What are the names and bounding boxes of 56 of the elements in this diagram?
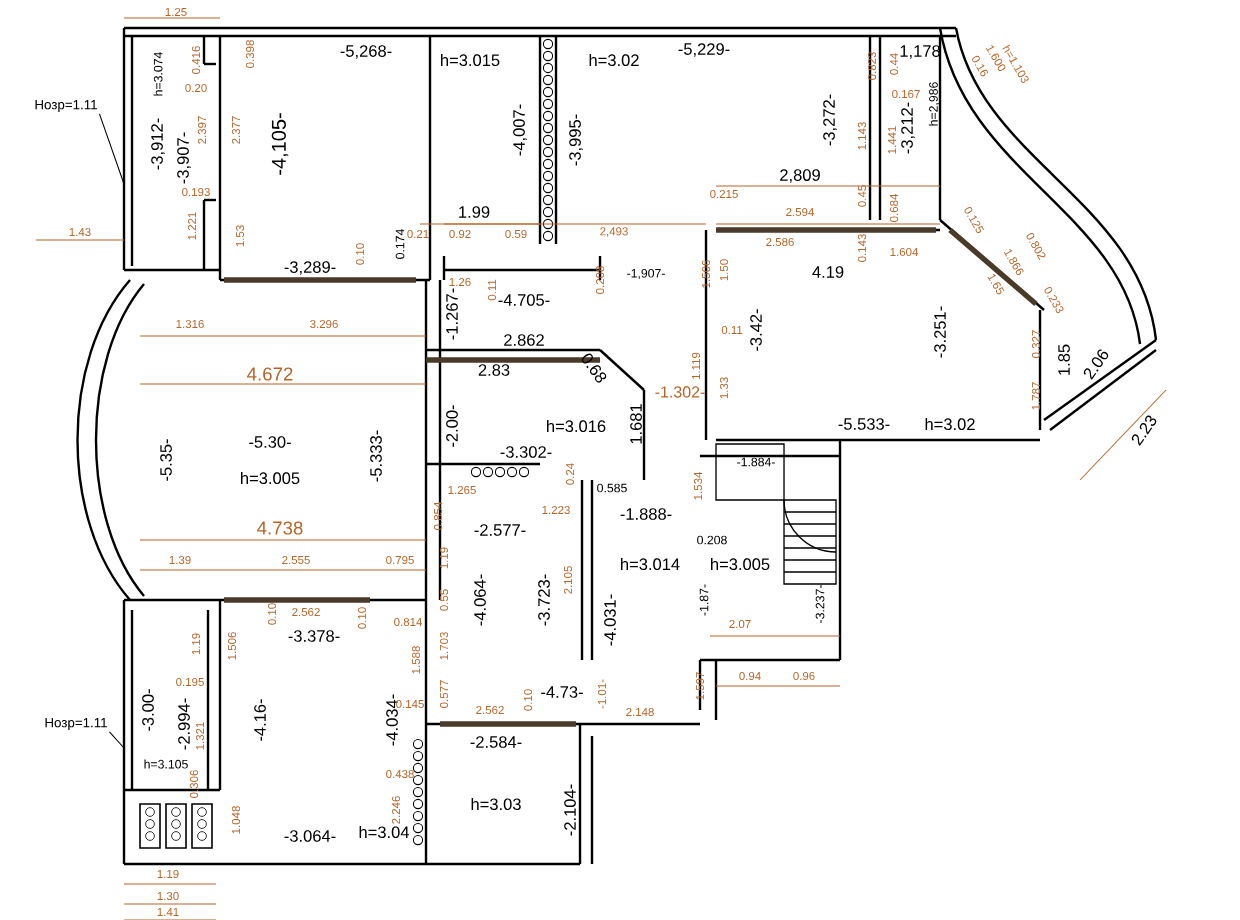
room-label: -3.378- [288,630,340,642]
room-label: -5.35- [160,439,172,481]
room-label: -4.034- [386,694,398,746]
room-label: -3,995- [569,114,583,166]
room-label: -5,229- [678,43,730,57]
room-label: -2.104- [564,784,576,836]
room-label: -5.30- [249,436,291,448]
room-label: -4.064- [474,574,486,626]
room-label: -5,268- [340,45,392,59]
room-label: -3.00- [142,689,154,731]
room-label: -3.064- [284,830,336,842]
room-label: -3,272- [823,94,837,146]
room-label: -3.723- [538,574,550,626]
room-label: h=3.005 [241,471,300,485]
dimension-label: 4.672 [247,367,293,381]
room-label: -2.577- [474,524,526,536]
room-label: -1.888- [620,508,672,520]
room-label: -2.584- [470,736,522,748]
room-label: h=3.014 [621,557,680,571]
room-label: h=3.015 [441,53,500,67]
room-label: -3.302- [500,446,552,458]
room-label: -4,007- [513,104,527,156]
room-label: h=3.03 [471,797,521,811]
room-label: 1.85 [1058,344,1070,375]
leader-line [98,113,125,185]
room-label: h=3.02 [925,417,975,431]
room-label: -3,212- [901,102,915,154]
room-label: h=3.005 [711,557,770,571]
room-label: h=3.04 [359,825,409,839]
room-label: -3.42- [750,309,762,351]
room-label: -3,907- [177,132,191,184]
room-label: 2.83 [478,364,510,376]
room-label: h=3.02 [589,53,639,67]
room-label: -5.533- [838,418,890,430]
room-label: -1.267- [446,288,458,340]
room-label: -4.705- [498,294,550,306]
room-label: -4,105- [271,113,289,175]
dimension-label: 4.738 [257,521,303,535]
room-label: 2.862 [504,334,544,346]
room-label: -2.994- [178,698,190,750]
room-label: -4.031- [604,594,616,646]
room-label: 1,178 [900,45,940,59]
room-label: -3,912- [151,118,165,170]
room-label: 1.681 [630,404,642,444]
leader-line [108,731,125,749]
room-label: 4.19 [812,266,844,278]
room-label: 2,809 [780,169,820,183]
room-label: h=3.016 [547,419,606,433]
room-label: 1.99 [459,206,490,218]
room-label: -4.16- [254,699,266,741]
room-label: -3,289- [284,261,336,275]
room-label: -2.00- [446,405,458,447]
room-label: -5.333- [370,430,382,482]
room-label: -4.73- [541,686,583,698]
dimension-label: -1.302- [655,386,705,398]
room-label: -3.251- [934,306,946,358]
